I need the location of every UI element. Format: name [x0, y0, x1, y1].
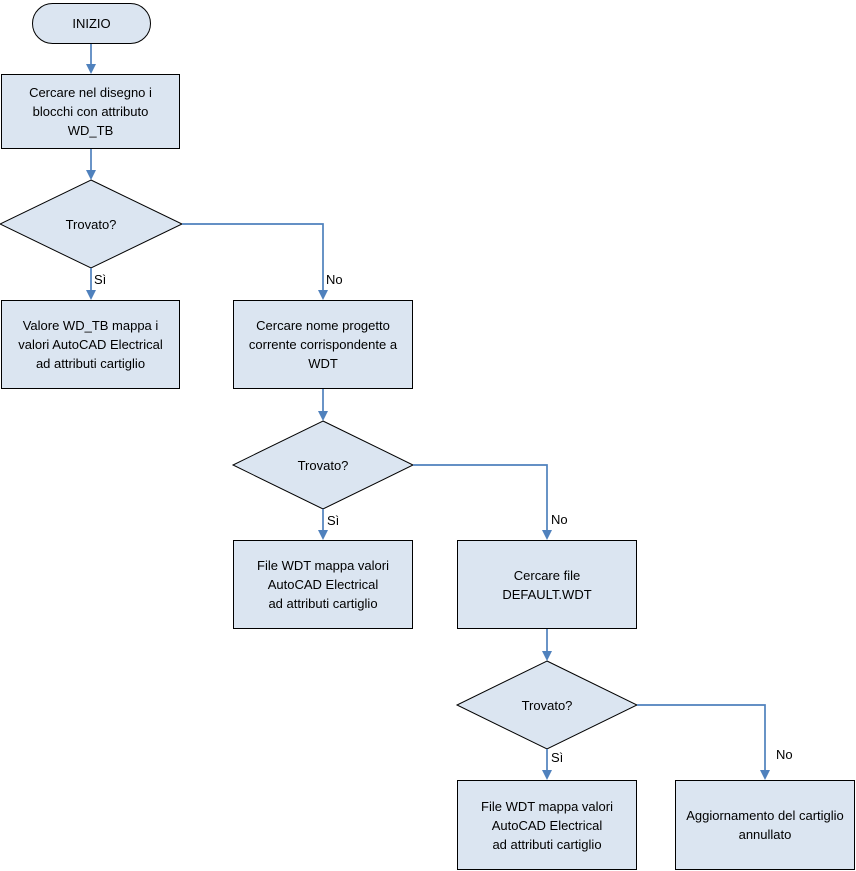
- process-wdt-maps-2: File WDT mappa valori AutoCAD Electrical…: [457, 780, 637, 870]
- edge-label-found2-no: No: [551, 512, 568, 527]
- process-update-cancelled: Aggiornamento del cartiglio annullato: [675, 780, 855, 870]
- edge-label-found3-yes: Sì: [551, 750, 564, 765]
- process-wdtb-maps: Valore WD_TB mappa i valori AutoCAD Elec…: [1, 300, 180, 389]
- edge-label-found2-yes: Sì: [327, 513, 340, 528]
- process-search-default-wdt: Cercare file DEFAULT.WDT: [457, 540, 637, 629]
- edge-label-found3-no: No: [776, 747, 793, 762]
- process-wdt-maps-1: File WDT mappa valori AutoCAD Electrical…: [233, 540, 413, 629]
- arrowhead-search-project-to-found2: [318, 411, 328, 421]
- edge-found3-no: [637, 704, 766, 771]
- terminator-start: INIZIO: [32, 3, 151, 44]
- decision-found-2-label: Trovato?: [297, 457, 349, 473]
- arrowhead-found2-yes: [318, 530, 328, 540]
- arrowhead-search-default-to-found3: [542, 651, 552, 661]
- decision-found-3-label: Trovato?: [521, 697, 573, 713]
- arrowhead-found3-yes: [542, 770, 552, 780]
- edge-label-found1-no: No: [326, 272, 343, 287]
- edge-found2-no: [413, 464, 548, 531]
- arrowhead-found3-no: [760, 770, 770, 780]
- arrowhead-found2-no: [542, 530, 552, 540]
- arrowhead-start-to-search-blocks: [86, 64, 96, 74]
- decision-found-1-label: Trovato?: [65, 216, 117, 232]
- process-search-project: Cercare nome progetto corrente corrispon…: [233, 300, 413, 389]
- arrowhead-found1-no: [318, 290, 328, 300]
- edge-found1-no: [182, 223, 324, 291]
- arrowhead-found1-yes: [86, 290, 96, 300]
- edge-label-found1-yes: Sì: [94, 272, 107, 287]
- arrowhead-search-blocks-to-found1: [86, 170, 96, 180]
- process-search-blocks: Cercare nel disegno i blocchi con attrib…: [1, 74, 180, 149]
